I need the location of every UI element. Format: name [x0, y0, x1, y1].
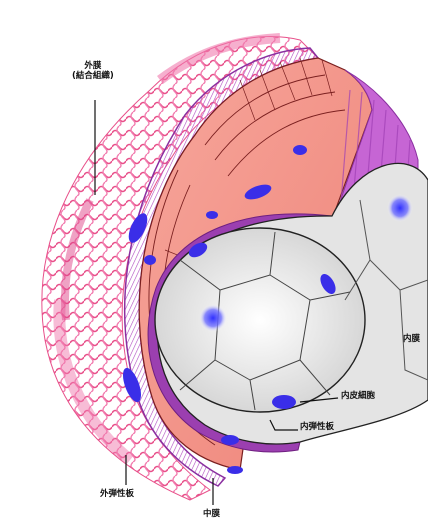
media-label: 中膜 — [203, 510, 220, 520]
external-elastic-lamina-label: 外弾性板 — [100, 490, 134, 500]
adventitia-label: 外膜 (結合組織) — [72, 62, 114, 82]
internal-elastic-lamina-label: 内弾性板 — [300, 423, 334, 433]
intima-label: 内膜 — [403, 335, 420, 345]
endothelial-cell-label: 内皮細胞 — [341, 392, 375, 402]
adventitia-label-sub: (結合組織) — [72, 72, 114, 82]
